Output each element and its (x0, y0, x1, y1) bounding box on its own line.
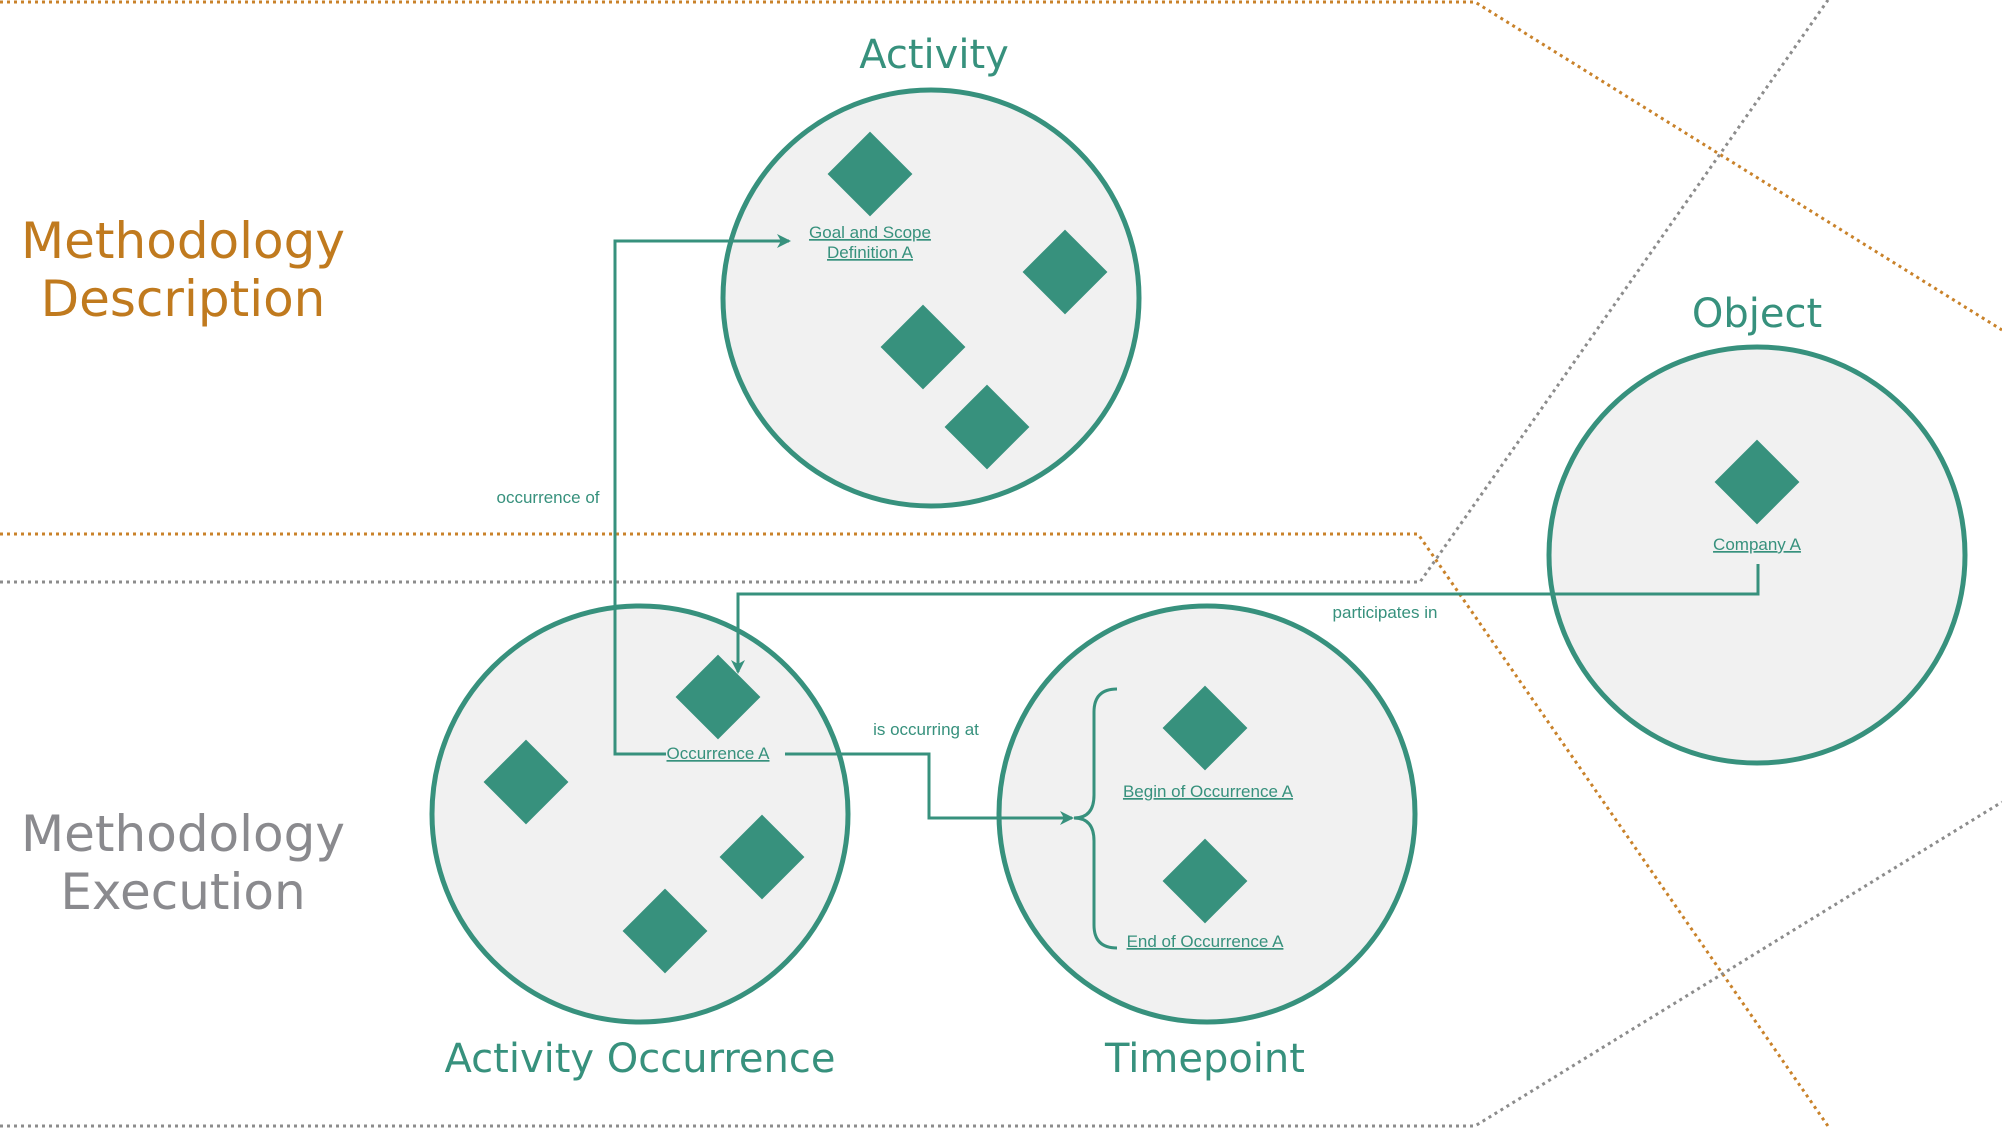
timepoint-circle-title: Timepoint (1104, 1036, 1305, 1082)
diamond-icon[interactable] (483, 739, 569, 825)
object-circle (1546, 344, 1968, 766)
diamond-icon[interactable] (880, 304, 966, 390)
node-label-occurrence[interactable]: Occurrence A (667, 744, 771, 763)
description-boundary-line (0, 0, 2002, 332)
diamond-icon[interactable] (675, 654, 761, 740)
section-label-description-line2: Description (41, 270, 326, 328)
object-circle-title: Object (1692, 291, 1822, 337)
node-label-goal-and-scope-line1[interactable]: Goal and Scope (809, 223, 931, 242)
timepoint-brace (1073, 687, 1118, 950)
node-label-company[interactable]: Company A (1713, 535, 1802, 554)
edge-label-is-occurring-at: is occurring at (873, 720, 979, 739)
diamond-icon[interactable] (622, 888, 708, 974)
timepoint-circle (996, 603, 1418, 1025)
connectors (613, 234, 1760, 950)
section-label-execution-line2: Execution (60, 863, 305, 921)
diamond-icon[interactable] (719, 814, 805, 900)
section-label-execution-line1: Methodology (21, 805, 345, 863)
participates-in-connector[interactable] (731, 564, 1760, 674)
activity-circle-title: Activity (859, 32, 1009, 78)
node-label-begin-of-occurrence[interactable]: Begin of Occurrence A (1123, 782, 1294, 801)
edge-label-participates-in: participates in (1333, 603, 1438, 622)
activity-circle (720, 87, 1142, 509)
section-label-description-line1: Methodology (21, 212, 345, 270)
occurrence-of-connector[interactable] (613, 234, 791, 756)
activity-occurrence-circle (429, 603, 851, 1025)
execution-bottom-boundary-line (0, 800, 2002, 1128)
node-label-end-of-occurrence[interactable]: End of Occurrence A (1127, 932, 1285, 951)
node-label-goal-and-scope-line2[interactable]: Definition A (827, 243, 914, 262)
edge-label-occurrence-of: occurrence of (497, 488, 600, 507)
diamond-icon[interactable] (944, 384, 1030, 470)
diamond-icon[interactable] (827, 131, 913, 217)
is-occurring-at-connector[interactable] (785, 752, 1074, 825)
activity-occurrence-circle-title: Activity Occurrence (445, 1036, 836, 1082)
